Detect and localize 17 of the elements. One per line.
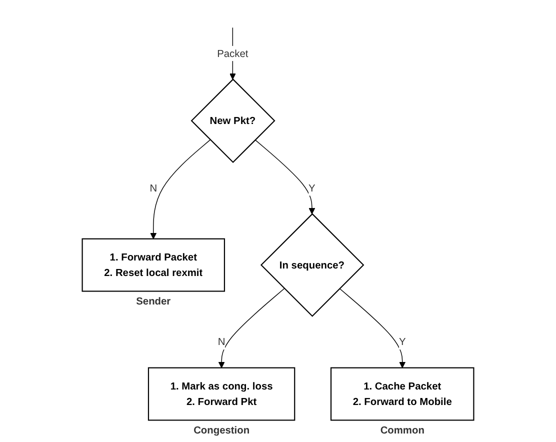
arrow — [218, 288, 285, 368]
edge-label: Packet — [217, 47, 248, 59]
edge-label: Y — [398, 336, 406, 348]
node-diamond: New Pkt? — [190, 78, 276, 164]
node-box: 1. Cache Packet 2. Forward to Mobile — [330, 367, 474, 421]
node-box: 1. Forward Packet 2. Reset local rexmit — [82, 238, 226, 292]
case-caption: Congestion — [194, 425, 250, 436]
edge-label: Y — [308, 182, 316, 194]
node-diamond: In sequence? — [260, 213, 364, 317]
edge-label: N — [150, 182, 158, 194]
edge-label: N — [218, 336, 226, 348]
node-box: 1. Mark as cong. loss 2. Forward Pkt — [148, 367, 296, 421]
arrow — [254, 139, 316, 214]
case-caption: Common — [380, 425, 424, 436]
arrow — [339, 288, 406, 368]
arrow — [150, 139, 211, 240]
case-caption: Sender — [136, 296, 171, 308]
